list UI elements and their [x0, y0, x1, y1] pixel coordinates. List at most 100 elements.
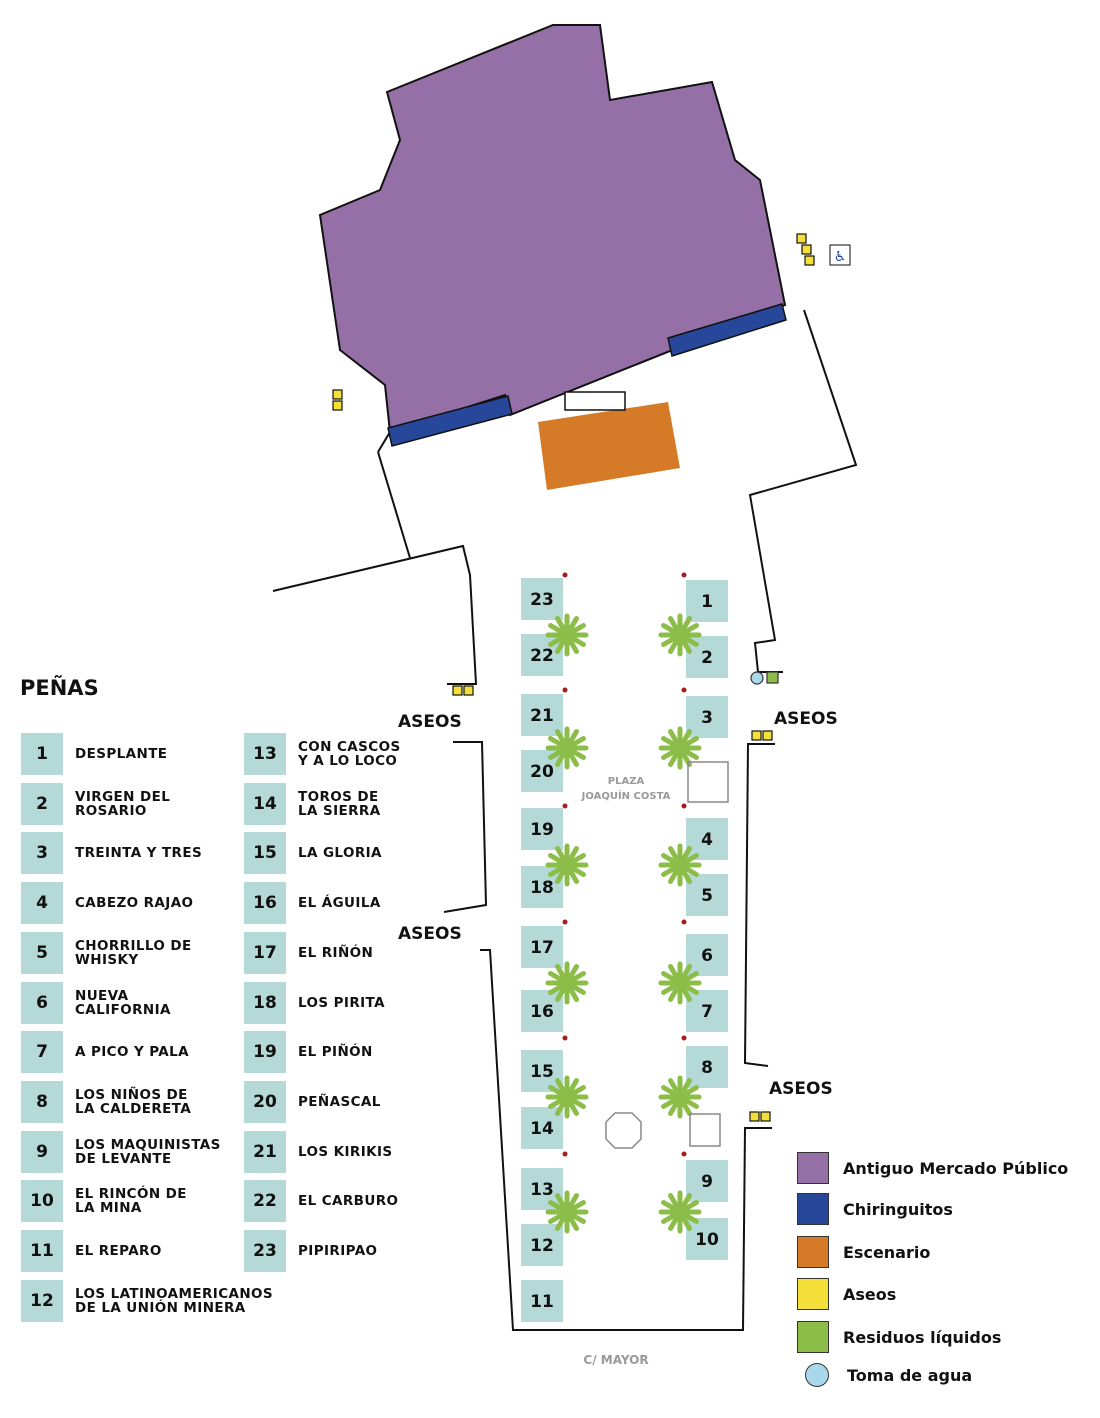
map-stall-10[interactable]: 10	[686, 1218, 728, 1260]
tree-icon	[658, 1190, 702, 1234]
pena-name: EL RIÑÓN	[298, 944, 374, 961]
map-stall-19[interactable]: 19	[521, 808, 563, 850]
pena-number: 23	[244, 1230, 286, 1272]
map-stall-15[interactable]: 15	[521, 1050, 563, 1092]
svg-text:♿: ♿	[834, 249, 847, 265]
stall-box	[521, 578, 563, 620]
map-stall-16[interactable]: 16	[521, 990, 563, 1032]
aseos-label-1: ASEOS	[398, 712, 462, 732]
map-stall-12[interactable]: 12	[521, 1224, 563, 1266]
circle-swatch-icon	[805, 1363, 829, 1387]
pena-name: LA GLORIA	[298, 845, 382, 862]
stall-number: 20	[530, 762, 554, 782]
market-entrance	[564, 391, 626, 411]
pena-name: LOS KIRIKIS	[298, 1143, 393, 1160]
stall-number: 19	[530, 820, 554, 840]
map-stall-14[interactable]: 14	[521, 1107, 563, 1149]
map-stall-4[interactable]: 4	[686, 818, 728, 860]
pena-number: 15	[244, 832, 286, 875]
stall-number: 8	[701, 1058, 713, 1078]
aseos-icon	[801, 244, 812, 255]
post-marker	[681, 803, 687, 809]
stall-number: 18	[530, 878, 554, 898]
map-stall-6[interactable]: 6	[686, 934, 728, 976]
pena-name: TREINTA Y TRES	[75, 845, 203, 862]
post-marker	[562, 803, 568, 809]
tree-icon	[545, 843, 589, 887]
stall-box	[686, 990, 728, 1032]
pena-name: EL CARBURO	[298, 1193, 399, 1210]
map-stall-3[interactable]: 3	[686, 696, 728, 738]
aseos-label-3: ASEOS	[774, 709, 838, 729]
pena-number: 13	[244, 733, 286, 775]
pena-number: 11	[21, 1230, 63, 1272]
octagon-fountain	[605, 1112, 642, 1149]
pena-item-2: 2 VIRGEN DEL ROSARIO	[21, 782, 171, 825]
antiguo-mercado-publico	[318, 24, 787, 434]
street-label: C/ MAYOR	[583, 1353, 648, 1367]
pena-number: 9	[21, 1130, 63, 1173]
plaza-label: PLAZA JOAQUÍN COSTA	[581, 776, 671, 802]
stall-number: 17	[530, 938, 554, 958]
pena-number: 3	[21, 832, 63, 875]
pena-name: DESPLANTE	[75, 746, 168, 762]
map-stall-7[interactable]: 7	[686, 990, 728, 1032]
stall-box	[686, 1160, 728, 1202]
post-marker	[681, 1151, 687, 1157]
legend-label: Aseos	[843, 1284, 897, 1304]
map-stall-17[interactable]: 17	[521, 926, 563, 968]
aseos-icon	[332, 389, 343, 400]
pena-name: CHORRILLO DE WHISKY	[75, 937, 192, 968]
stall-number: 10	[695, 1230, 719, 1250]
map-stall-23[interactable]: 23	[521, 578, 563, 620]
aseos-label-4: ASEOS	[769, 1079, 833, 1099]
map-stall-5[interactable]: 5	[686, 874, 728, 916]
pena-name: LOS MAQUINISTAS DE LEVANTE	[75, 1136, 221, 1167]
pena-item-9: 9 LOS MAQUINISTAS DE LEVANTE	[21, 1130, 221, 1173]
legend-label: Residuos líquidos	[843, 1327, 1002, 1347]
stall-number: 16	[530, 1002, 554, 1022]
penas-title: PEÑAS	[20, 676, 99, 700]
stall-number: 9	[701, 1172, 713, 1192]
stall-box	[686, 934, 728, 976]
tree-icon	[545, 961, 589, 1005]
pena-name: LOS PIRITA	[298, 994, 385, 1011]
pena-name: TOROS DE LA SIERRA	[298, 788, 381, 819]
stall-box	[686, 1218, 728, 1260]
chiringuitos-left	[387, 395, 513, 447]
pena-name: VIRGEN DEL ROSARIO	[75, 788, 171, 819]
tree-icon	[658, 843, 702, 887]
aseos-label-2: ASEOS	[398, 924, 462, 944]
pena-name: LOS NIÑOS DE LA CALDERETA	[75, 1086, 192, 1117]
water-tap-icon	[750, 671, 764, 685]
stall-number: 23	[530, 590, 554, 610]
legend-item: Chiringuitos	[797, 1193, 953, 1225]
square-swatch-icon	[797, 1152, 829, 1184]
liquid-waste-icon	[766, 671, 779, 684]
pena-number: 2	[21, 782, 63, 825]
post-marker	[562, 1035, 568, 1041]
map-stall-8[interactable]: 8	[686, 1046, 728, 1088]
map-stall-1[interactable]: 1	[686, 580, 728, 622]
square-swatch-icon	[797, 1278, 829, 1310]
tree-icon	[545, 726, 589, 770]
map-stall-11[interactable]: 11	[521, 1280, 563, 1322]
map-stall-9[interactable]: 9	[686, 1160, 728, 1202]
legend-item: Escenario	[797, 1236, 930, 1268]
legend-label: Antiguo Mercado Público	[843, 1158, 1069, 1178]
pena-number: 22	[244, 1180, 286, 1223]
post-marker	[681, 919, 687, 925]
map-stall-21[interactable]: 21	[521, 694, 563, 736]
stall-box	[686, 874, 728, 916]
pena-item-15: 15 LA GLORIA	[244, 832, 382, 875]
stall-number: 7	[701, 1002, 713, 1022]
plaza-outline	[272, 309, 858, 1331]
